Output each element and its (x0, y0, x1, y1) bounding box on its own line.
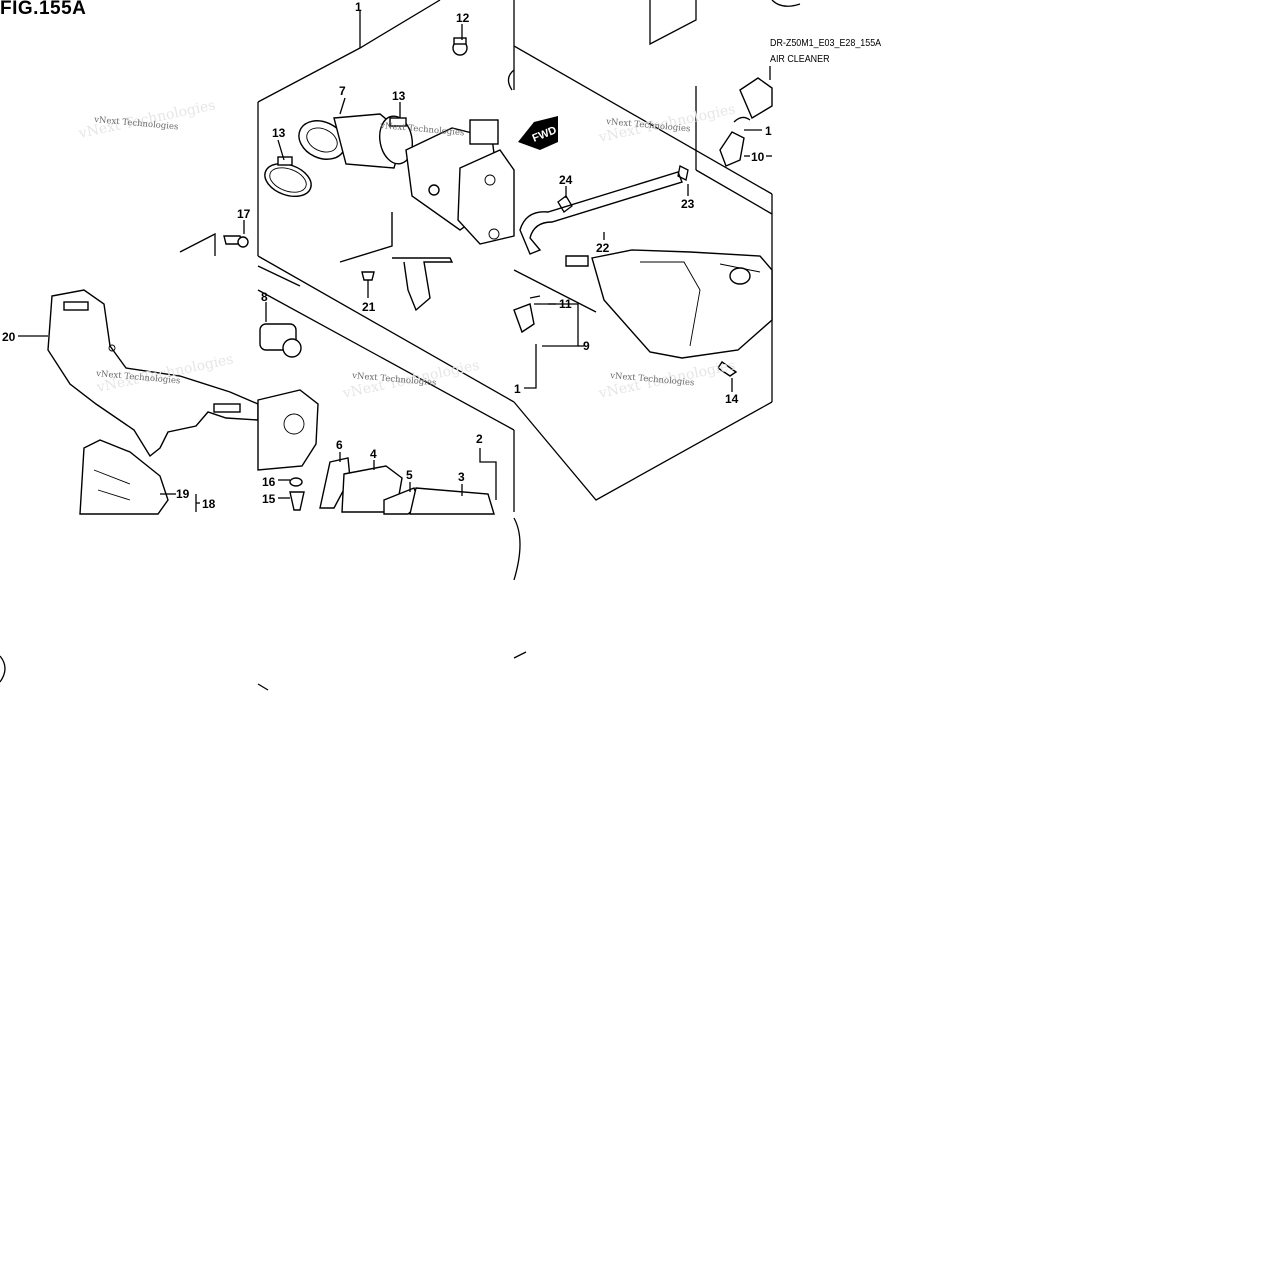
frame-lines (0, 0, 773, 691)
callout-19: 19 (176, 487, 190, 501)
callout-16: 16 (262, 475, 276, 489)
callout-21: 21 (362, 300, 376, 314)
callout-7: 7 (339, 84, 346, 98)
callout-13b: 13 (392, 89, 406, 103)
callout-9: 9 (583, 339, 590, 353)
callout-8: 8 (261, 290, 268, 304)
callout-6: 6 (336, 438, 343, 452)
callout-clipped-left: 1 (514, 382, 521, 396)
callout-14: 14 (725, 392, 739, 406)
callout-15: 15 (262, 492, 276, 506)
callout-11: 11 (559, 297, 572, 311)
callout-5: 5 (406, 468, 413, 482)
callout-clipped-right: 1 (765, 124, 772, 138)
callout-numbers: 1 2 3 4 5 6 7 8 9 10 11 12 13 13 14 15 1… (2, 0, 772, 511)
callout-12: 12 (456, 11, 470, 25)
left-cover-parts (47, 289, 495, 515)
figure-code: DR-Z50M1_E03_E28_155A (770, 37, 882, 49)
callout-17: 17 (237, 207, 251, 221)
figure-title: FIG.155A (0, 0, 87, 19)
right-box-parts (507, 0, 801, 377)
callout-13a: 13 (272, 126, 286, 140)
callout-10: 10 (751, 150, 765, 164)
callout-3: 3 (458, 470, 465, 484)
callout-24: 24 (559, 173, 573, 187)
figure-subtitle: AIR CLEANER (770, 53, 830, 65)
intake-duct-parts (223, 37, 515, 312)
callout-2: 2 (476, 432, 483, 446)
callout-1: 1 (355, 0, 362, 14)
callout-20: 20 (2, 330, 16, 344)
callout-23: 23 (681, 197, 695, 211)
callout-4: 4 (370, 447, 377, 461)
leader-lines (18, 24, 772, 499)
fwd-arrow-icon (518, 116, 558, 150)
callout-22: 22 (596, 241, 610, 255)
callout-18: 18 (202, 497, 216, 511)
